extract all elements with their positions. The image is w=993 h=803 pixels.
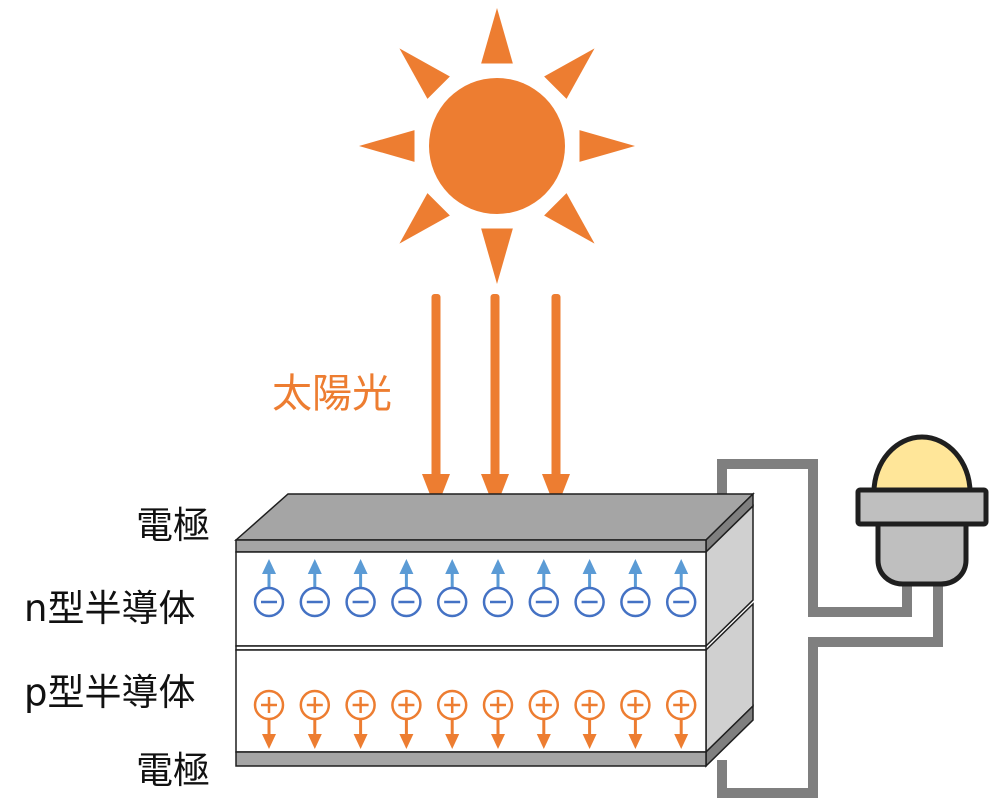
hole (620, 689, 651, 749)
electron-arrow-head (582, 559, 597, 574)
sunlight-arrow-head (542, 474, 570, 510)
electron (253, 559, 285, 618)
sunlight-label: 太陽光 (272, 371, 392, 417)
hole (574, 689, 605, 749)
sunlight-arrow (481, 294, 509, 510)
hole (528, 689, 560, 749)
sunlight-arrow (422, 294, 450, 510)
hole-arrow-head (307, 734, 322, 749)
hole-arrow-head (445, 734, 460, 749)
sunlight-arrow-shaft (551, 294, 561, 478)
circuit-wires (717, 459, 943, 798)
sun-icon (359, 8, 635, 284)
electrode-top-front (235, 539, 707, 553)
p-type-semiconductor-label: p型半導体 (24, 671, 196, 714)
electron (345, 559, 376, 618)
electron-arrow-head (307, 559, 322, 574)
electron (299, 559, 331, 618)
sun-ray (579, 130, 635, 162)
electron (574, 559, 605, 618)
electron-arrow-head (399, 559, 414, 574)
electrons (253, 559, 697, 618)
hole (253, 689, 285, 749)
electrode-bottom-front (235, 751, 707, 767)
hole (299, 689, 331, 749)
hole-arrow-head (628, 734, 643, 749)
hole-arrow-head (536, 734, 551, 749)
sun-ray (399, 48, 450, 99)
electron-arrow-head (536, 559, 551, 574)
sunlight-arrows (422, 294, 570, 510)
electron (528, 559, 560, 618)
sunlight-arrow-shaft (490, 294, 500, 478)
hole-arrow-head (582, 734, 597, 749)
hole-arrow-head (674, 734, 689, 749)
wire-bottom-to-bulb (717, 580, 943, 798)
sun-ray (399, 193, 450, 244)
electron (436, 559, 468, 618)
electron (482, 559, 514, 618)
n-type-semiconductor-label: n型半導体 (24, 587, 196, 630)
sunlight-arrow-head (422, 474, 450, 510)
bulb-glass (871, 434, 973, 495)
holes (253, 689, 697, 749)
sun-ray (544, 193, 595, 244)
electron-arrow-head (445, 559, 460, 574)
electrode-bottom-label: 電極 (136, 749, 210, 792)
sunlight-arrow (542, 294, 570, 510)
bulb-socket (875, 521, 969, 587)
bulb-cap (855, 487, 989, 527)
sun-disc (429, 78, 565, 214)
hole-arrow-head (491, 734, 505, 749)
light-bulb-icon (855, 434, 989, 587)
electron-arrow-head (491, 559, 505, 574)
hole (482, 689, 514, 749)
electron (665, 559, 697, 618)
hole-arrow-head (353, 734, 368, 749)
hole (391, 689, 422, 749)
electron (620, 559, 651, 618)
hole (665, 689, 697, 749)
sun-ray (481, 8, 513, 64)
sunlight-arrow-head (481, 474, 509, 510)
hole-arrow-head (262, 734, 276, 749)
sunlight-arrow-shaft (431, 294, 441, 478)
sun-rays (359, 8, 635, 284)
electron-arrow-head (674, 559, 689, 574)
sun-ray (481, 228, 513, 284)
hole (436, 689, 468, 749)
electron (391, 559, 422, 618)
electrode-top-label: 電極 (136, 504, 210, 547)
electron-arrow-head (353, 559, 368, 574)
electron-arrow-head (262, 559, 276, 574)
electron-arrow-head (628, 559, 643, 574)
hole (345, 689, 376, 749)
hole-arrow-head (399, 734, 414, 749)
sun-ray (359, 130, 415, 162)
electrode-top-face (234, 493, 755, 541)
wire-top-to-bulb (717, 459, 912, 617)
sun-ray (544, 48, 595, 99)
